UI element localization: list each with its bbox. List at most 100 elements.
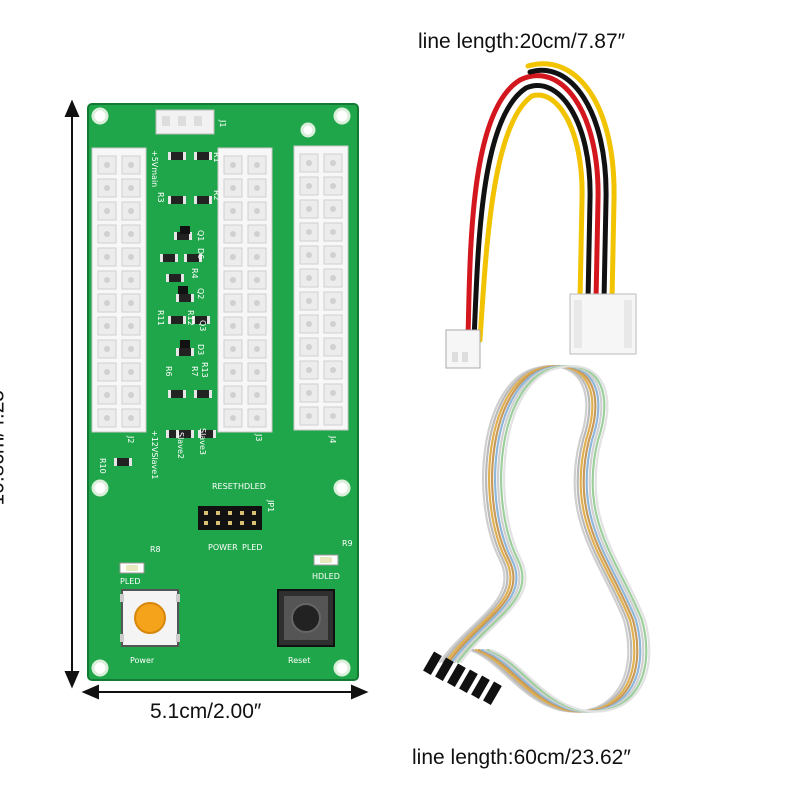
smd-part bbox=[170, 390, 184, 398]
jumper-pin bbox=[204, 511, 208, 515]
pin-hole bbox=[306, 344, 312, 350]
molex-cable bbox=[465, 61, 617, 343]
pin-hole bbox=[128, 323, 134, 329]
pin-hole bbox=[104, 162, 110, 168]
transistor bbox=[180, 226, 190, 234]
ribbon-strand bbox=[459, 365, 651, 713]
pled-led bbox=[119, 562, 145, 574]
dupont-plug bbox=[459, 669, 478, 694]
jumper-pin bbox=[252, 521, 256, 525]
label-j3: J3 bbox=[254, 433, 263, 441]
jumper-pin bbox=[204, 521, 208, 525]
label-d6: D6 bbox=[196, 248, 205, 259]
pin-hole bbox=[330, 321, 336, 327]
label-r9: R9 bbox=[342, 539, 353, 548]
label-r1: R1 bbox=[212, 152, 221, 163]
smd-pad bbox=[192, 316, 195, 324]
pin-hole bbox=[128, 277, 134, 283]
smd-part bbox=[170, 152, 184, 160]
pin-hole bbox=[104, 369, 110, 375]
label-r4: R4 bbox=[190, 268, 199, 279]
pin-hole bbox=[128, 208, 134, 214]
pin-hole bbox=[306, 160, 312, 166]
smd-pad bbox=[129, 458, 132, 466]
pin-hole bbox=[306, 413, 312, 419]
pin-hole bbox=[230, 369, 236, 375]
jumper-pin bbox=[240, 521, 244, 525]
pin-hole bbox=[230, 208, 236, 214]
mount-hole bbox=[333, 107, 351, 125]
pin-hole bbox=[128, 254, 134, 260]
pin-hole bbox=[128, 415, 134, 421]
pin-hole bbox=[330, 344, 336, 350]
transistor bbox=[178, 286, 188, 294]
label-slave1: +12VSlave1 bbox=[150, 430, 159, 479]
pin-hole bbox=[104, 323, 110, 329]
smd-part bbox=[178, 430, 192, 438]
pin-hole bbox=[230, 277, 236, 283]
pin-hole bbox=[306, 321, 312, 327]
smd-pad bbox=[198, 430, 201, 438]
pin-hole bbox=[104, 254, 110, 260]
label-reset-btn: Reset bbox=[288, 656, 310, 665]
mount-hole bbox=[300, 122, 316, 138]
pin-hole bbox=[128, 300, 134, 306]
pin-hole bbox=[330, 298, 336, 304]
label-pled: PLED bbox=[242, 543, 263, 552]
pin-hole bbox=[230, 323, 236, 329]
smd-pad bbox=[191, 348, 194, 356]
height-dimension-line bbox=[64, 99, 80, 689]
label-r7: R7 bbox=[190, 366, 199, 377]
pin-hole bbox=[330, 183, 336, 189]
label-r12: R12 bbox=[186, 310, 195, 326]
pin-hole bbox=[128, 346, 134, 352]
pin-hole bbox=[104, 277, 110, 283]
smd-pad bbox=[194, 390, 197, 398]
label-reset: RESET bbox=[212, 482, 238, 491]
label-q2: Q2 bbox=[196, 288, 205, 299]
smd-pad bbox=[183, 390, 186, 398]
dupont-plugs bbox=[423, 651, 502, 706]
smd-pad bbox=[168, 196, 171, 204]
j1-connector bbox=[155, 109, 215, 135]
pin-hole bbox=[254, 185, 260, 191]
pin-hole bbox=[330, 206, 336, 212]
pin-hole bbox=[104, 392, 110, 398]
label-jp1: JP1 bbox=[266, 499, 275, 512]
pin-hole bbox=[230, 185, 236, 191]
smd-part bbox=[196, 390, 210, 398]
pin-hole bbox=[306, 367, 312, 373]
reset-button bbox=[277, 589, 335, 647]
label-j1: J1 bbox=[218, 119, 227, 127]
smd-pad bbox=[183, 196, 186, 204]
smd-pad bbox=[168, 152, 171, 160]
pin-hole bbox=[128, 162, 134, 168]
dupont-plug bbox=[447, 663, 466, 688]
smd-pad bbox=[194, 196, 197, 204]
pcb-board: J1 +5Vmain J2 J3 J4 JP1 +12VSlave1 Slave… bbox=[87, 103, 359, 681]
pin-hole bbox=[104, 415, 110, 421]
pin-hole bbox=[230, 300, 236, 306]
label-power-btn: Power bbox=[130, 656, 155, 665]
label-r10: R10 bbox=[98, 458, 107, 474]
label-slave2: Slave2 bbox=[176, 432, 185, 459]
height-dimension-label: 10.8cm/4.25″ bbox=[0, 382, 9, 506]
mount-hole bbox=[333, 659, 351, 677]
jumper-header-jp1 bbox=[198, 506, 262, 530]
pin-hole bbox=[306, 390, 312, 396]
label-hdled-led: HDLED bbox=[312, 572, 340, 581]
pin-hole bbox=[128, 392, 134, 398]
pin-hole bbox=[104, 300, 110, 306]
smd-pad bbox=[168, 390, 171, 398]
jumper-pin bbox=[252, 511, 256, 515]
pin-hole bbox=[254, 300, 260, 306]
smd-part bbox=[200, 430, 214, 438]
pin-hole bbox=[128, 231, 134, 237]
mount-hole bbox=[91, 479, 109, 497]
label-power: POWER bbox=[208, 543, 238, 552]
smd-pad bbox=[168, 316, 171, 324]
label-r2: R2 bbox=[212, 190, 221, 201]
pin-hole bbox=[306, 298, 312, 304]
atx-connector-j3 bbox=[217, 147, 273, 433]
